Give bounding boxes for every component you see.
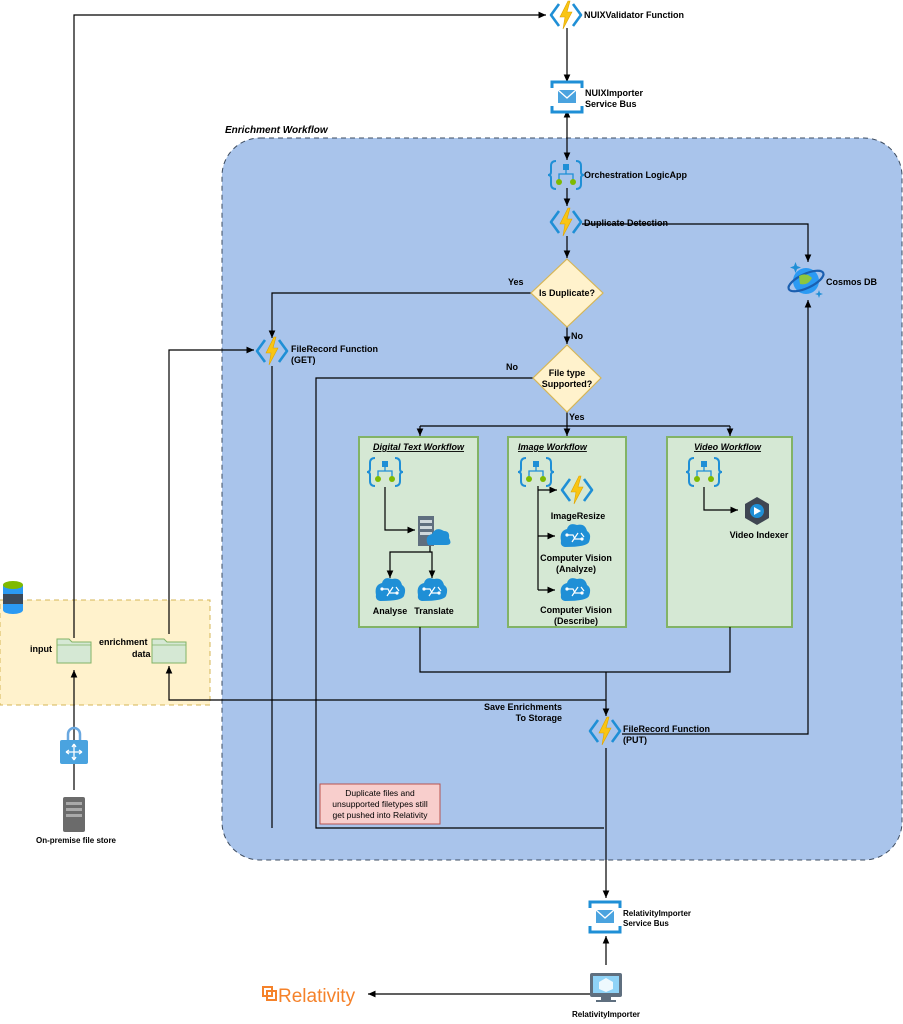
file-type-label-1: File type xyxy=(549,368,586,378)
cosmos-db: Cosmos DB xyxy=(787,262,878,298)
file-type-label-2: Supported? xyxy=(542,379,593,389)
edge-label-no-duplicate: No xyxy=(571,331,583,341)
storage-account-icon xyxy=(3,581,23,614)
relativity-logo-text: Relativity xyxy=(278,986,356,1007)
video-indexer-icon xyxy=(745,497,769,525)
folder-icon xyxy=(151,638,187,664)
nuix-validator-label: NUIXValidator Function xyxy=(584,10,684,20)
lock-icon xyxy=(66,726,82,741)
filerecord-get-function: FileRecord Function (GET) xyxy=(255,335,378,367)
relativity-bus-label-1: RelativityImporter xyxy=(623,909,691,918)
filerecord-put-label-2: (PUT) xyxy=(623,735,647,745)
video-indexer-label: Video Indexer xyxy=(730,530,789,540)
edge-label-yes-duplicate: Yes xyxy=(508,277,524,287)
input-folder-label: input xyxy=(30,644,52,654)
input-folder: input xyxy=(30,638,92,664)
video-workflow-box xyxy=(666,436,793,628)
file-type-supported-decision: File type Supported? xyxy=(532,344,602,413)
filerecord-put-function: FileRecord Function (PUT) xyxy=(588,715,710,747)
relativity-bus-label-2: Service Bus xyxy=(623,919,669,928)
vpn-gateway xyxy=(60,726,88,764)
edge-label-yes-filetype: Yes xyxy=(569,412,585,422)
enrichment-workflow-title: Enrichment Workflow xyxy=(225,125,329,136)
image-workflow-title: Image Workflow xyxy=(518,442,588,452)
cv-describe-label-2: (Describe) xyxy=(554,616,598,626)
enrichment-data-folder: enrichment data xyxy=(99,637,187,664)
image-resize-label: ImageResize xyxy=(551,511,606,521)
filerecord-get-label-1: FileRecord Function xyxy=(291,344,378,354)
filerecord-put-label-1: FileRecord Function xyxy=(623,724,710,734)
edges xyxy=(70,11,812,998)
duplicate-files-note: Duplicate files and unsupported filetype… xyxy=(319,783,441,825)
note-line-3: get pushed into Relativity xyxy=(333,810,429,820)
cv-analyze-label-2: (Analyze) xyxy=(556,564,596,574)
cosmos-db-label: Cosmos DB xyxy=(826,277,878,287)
translator-service-icon xyxy=(418,516,451,546)
translate-label: Translate xyxy=(414,606,454,616)
nuix-importer-service-bus: NUIXImporter Service Bus xyxy=(550,80,644,114)
filerecord-get-label-2: (GET) xyxy=(291,355,316,365)
folder-icon xyxy=(56,638,92,664)
duplicate-detection-label: Duplicate Detection xyxy=(584,218,668,228)
nuix-importer-label-2: Service Bus xyxy=(585,99,637,109)
edge-label-no-filetype: No xyxy=(506,362,518,372)
function-icon xyxy=(549,0,583,31)
relativity-logo: Relativity xyxy=(262,986,356,1007)
enrichment-label-2: data xyxy=(132,649,152,659)
cv-describe-label-1: Computer Vision xyxy=(540,605,612,615)
orchestration-label: Orchestration LogicApp xyxy=(584,170,688,180)
decision-diamond xyxy=(532,344,602,413)
nuix-importer-label-1: NUIXImporter xyxy=(585,88,644,98)
orchestration-logicapp: Orchestration LogicApp xyxy=(547,160,688,190)
on-premise-file-store: On-premise file store xyxy=(36,797,117,845)
relativity-importer-label: RelativityImporter xyxy=(572,1010,640,1019)
digital-text-workflow-title: Digital Text Workflow xyxy=(373,442,465,452)
is-duplicate-label: Is Duplicate? xyxy=(539,288,595,298)
nuix-validator-function: NUIXValidator Function xyxy=(549,0,684,31)
save-enrichments-label-1: Save Enrichments xyxy=(484,702,562,712)
enrichment-label-1: enrichment xyxy=(99,637,148,647)
service-bus-icon xyxy=(550,80,584,114)
analyse-label: Analyse xyxy=(373,606,408,616)
is-duplicate-decision: Is Duplicate? xyxy=(530,258,604,328)
service-bus-icon xyxy=(588,900,622,934)
cv-analyze-label-1: Computer Vision xyxy=(540,553,612,563)
decision-diamond xyxy=(530,258,604,328)
duplicate-detection-function: Duplicate Detection xyxy=(549,206,668,238)
video-workflow-title: Video Workflow xyxy=(694,442,762,452)
on-premise-label: On-premise file store xyxy=(36,836,117,845)
note-line-2: unsupported filetypes still xyxy=(332,799,428,809)
relativity-importer-service-bus: RelativityImporter Service Bus xyxy=(588,900,691,934)
relativity-importer-vm: RelativityImporter xyxy=(572,973,640,1019)
save-enrichments-label-2: To Storage xyxy=(516,713,562,723)
note-line-1: Duplicate files and xyxy=(345,788,415,798)
